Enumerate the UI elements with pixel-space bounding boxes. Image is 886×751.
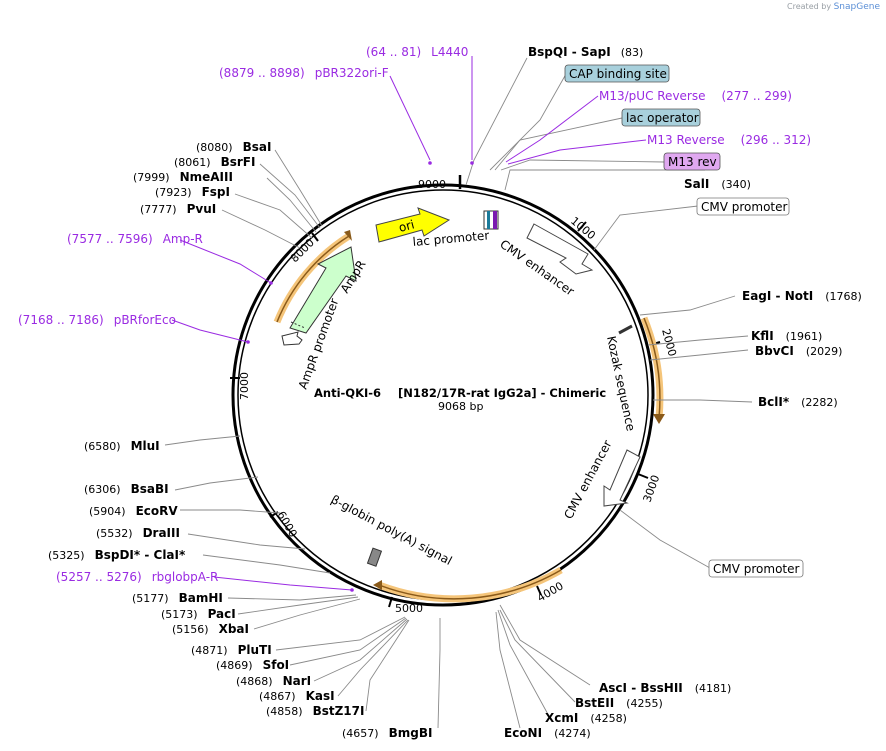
cds-band-light bbox=[377, 566, 563, 603]
primer-m13puc-reverse: M13/pUC Reverse(277 .. 299) bbox=[599, 89, 792, 103]
site-bcli: BclI*(2282) bbox=[758, 395, 838, 409]
cds-band-ampr-core bbox=[276, 235, 350, 323]
primer-pbrforeco: (7168 .. 7186)pBRforEco bbox=[18, 313, 176, 327]
box-leaders bbox=[489, 73, 711, 569]
site-bsteii: BstEII(4255) bbox=[575, 696, 663, 710]
site-bmgbi: (4657)BmgBI bbox=[342, 726, 432, 740]
cds-light-arrowhead bbox=[373, 580, 382, 590]
primer-m13-reverse: M13 Reverse(296 .. 312) bbox=[647, 133, 811, 147]
right-leaders bbox=[437, 57, 753, 729]
snapgene-credit: Created by SnapGene bbox=[787, 2, 880, 12]
site-pluti: (4871)PluTI bbox=[191, 643, 272, 657]
site-kasi: (4867)KasI bbox=[259, 689, 335, 703]
site-xcmi: XcmI(4258) bbox=[545, 711, 627, 725]
bglobin-label: β-globin poly(A) signal bbox=[329, 492, 455, 568]
cmv-enhancer-2-arrow bbox=[603, 449, 641, 507]
cmv-promoter-box-1 bbox=[696, 197, 790, 216]
site-sfoi: (4869)SfoI bbox=[216, 658, 289, 672]
site-bsrfi: (8061)BsrFI bbox=[174, 155, 255, 169]
site-fspi: (7923)FspI bbox=[155, 185, 230, 199]
primer-rbglobpa-r: (5257 .. 5276)rbglobpA-R bbox=[56, 570, 218, 584]
site-bbvci: BbvCI(2029) bbox=[755, 344, 842, 358]
site-bstz17i: (4858)BstZ17I bbox=[266, 704, 364, 718]
plasmid-name: Anti-QKI-6 bbox=[314, 386, 381, 400]
site-nari: (4868)NarI bbox=[236, 674, 311, 688]
ori-label: ori bbox=[397, 217, 416, 235]
site-ecorv: (5904)EcoRV bbox=[89, 504, 178, 518]
site-kfli: KflI(1961) bbox=[751, 329, 822, 343]
ori-arrow bbox=[375, 207, 451, 243]
site-nmeaiii: (7999)NmeAIII bbox=[133, 170, 233, 184]
cmv-promoter-label-1: CMV promoter bbox=[701, 200, 788, 214]
backbone-outer bbox=[231, 183, 655, 607]
ampr-promoter-arrow bbox=[281, 331, 303, 346]
plasmid-construct: [N182/17R-rat IgG2a] - Chimeric bbox=[398, 386, 606, 400]
m13-rev-box bbox=[663, 152, 721, 171]
site-econi: EcoNI(4274) bbox=[504, 726, 591, 740]
cap-binding-box bbox=[564, 64, 670, 83]
site-xbai: (5156)XbaI bbox=[172, 622, 249, 636]
tick-label-9000: 9000 bbox=[418, 178, 446, 191]
site-mlui: (6580)MluI bbox=[84, 439, 160, 453]
site-draiii: (5532)DraIII bbox=[96, 526, 180, 540]
plasmid-length: 9068 bp bbox=[438, 400, 483, 413]
cmv-enhancer-2-label: CMV enhancer bbox=[561, 438, 614, 522]
site-asci-bsshii: AscI - BssHII(4181) bbox=[599, 681, 731, 695]
site-pvui: (7777)PvuI bbox=[140, 202, 216, 216]
primer-amp-r: (7577 .. 7596)Amp-R bbox=[67, 232, 203, 246]
cmv-enhancer-1-arrow bbox=[526, 223, 594, 275]
primer-l4440: (64 .. 81)L4440 bbox=[366, 45, 468, 59]
tick-label-7000: 7000 bbox=[238, 372, 251, 400]
m13-rev-label: M13 rev bbox=[668, 155, 717, 169]
ampr-arrow bbox=[289, 246, 357, 334]
snapgene-logo: SnapGene bbox=[833, 2, 880, 12]
tick-label-3000: 3000 bbox=[641, 473, 663, 504]
lac-operator-mark bbox=[493, 211, 497, 229]
cds-band-light-core bbox=[378, 569, 562, 600]
cds-band-heavy-core bbox=[643, 317, 661, 419]
site-bspdi-clai: (5325)BspDI* - ClaI* bbox=[48, 548, 186, 562]
left-leaders bbox=[164, 149, 410, 712]
cap-binding-mark bbox=[487, 211, 490, 229]
kozak-label: Kozak sequence bbox=[604, 335, 638, 433]
cmv-promoter-box-2 bbox=[708, 559, 804, 578]
cap-binding-label: CAP binding site bbox=[569, 67, 667, 81]
primer-pbr322ori-f: (8879 .. 8898)pBR322ori-F bbox=[219, 66, 389, 80]
primer-leaders bbox=[171, 56, 647, 592]
site-bamhi: (5177)BamHI bbox=[132, 591, 223, 605]
ampr-dotted bbox=[290, 321, 306, 329]
site-bsai: (8080)BsaI bbox=[196, 140, 271, 154]
lac-promoter-label: lac promoter bbox=[412, 228, 490, 249]
cmv-promoter-label-2: CMV promoter bbox=[713, 562, 800, 576]
lac-operator-box bbox=[621, 108, 701, 127]
bglobin-block bbox=[366, 547, 383, 567]
tick-label-5000: 5000 bbox=[395, 602, 423, 615]
site-sali: SalI(340) bbox=[684, 177, 751, 191]
site-eagi-noti: EagI - NotI(1768) bbox=[742, 289, 862, 303]
cds-heavy-arrowhead bbox=[653, 414, 665, 424]
site-paci: (5173)PacI bbox=[161, 607, 236, 621]
kozak-mark bbox=[618, 324, 633, 335]
cds-ampr-arrowhead bbox=[344, 230, 352, 241]
lac-operator-label: lac operator bbox=[626, 111, 699, 125]
site-bspqi-sapi: BspQI - SapI(83) bbox=[528, 45, 643, 59]
site-bsabi: (6306)BsaBI bbox=[84, 482, 169, 496]
